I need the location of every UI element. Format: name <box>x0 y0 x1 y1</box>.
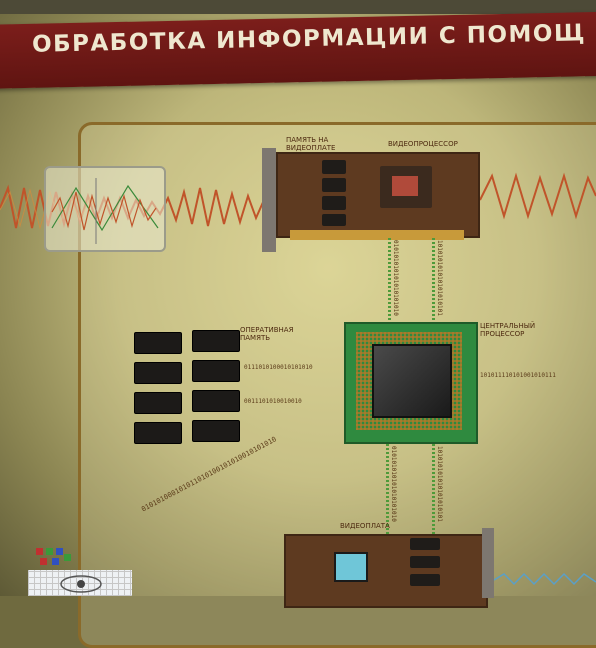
output-wave-bottom <box>494 572 596 586</box>
card-processor-label: ВИДЕОПРОЦЕССОР <box>388 140 458 148</box>
bottom-card-chip <box>410 574 440 586</box>
monitor-icon <box>334 552 368 582</box>
signal-analyzer-wave <box>51 178 159 244</box>
red-pixel-icon <box>40 558 47 565</box>
card-binary-stream: 010101010101010101010 <box>392 240 399 316</box>
cpu-to-card-link <box>386 442 389 534</box>
cpu-binary-down: 101010101010101010101 <box>436 446 443 522</box>
ram-chip <box>192 390 240 412</box>
green-pixel-icon <box>64 554 71 561</box>
card-binary-stream: 101010101010101010101 <box>436 240 443 316</box>
eye-icon <box>60 575 102 593</box>
output-signal-wave <box>480 172 596 220</box>
ram-chip <box>192 330 240 352</box>
card-to-cpu-link <box>388 236 391 324</box>
red-pixel-icon <box>36 548 43 555</box>
ram-chip <box>134 422 182 444</box>
green-pixel-icon <box>46 548 53 555</box>
card-memory-chip <box>322 196 346 210</box>
blue-pixel-icon <box>52 558 59 565</box>
ram-label: ОПЕРАТИВНАЯ ПАМЯТЬ <box>240 326 294 342</box>
cpu-binary-down: 010101010101010101010 <box>390 446 397 522</box>
poster-background <box>0 0 596 596</box>
card-memory-chip <box>322 214 346 226</box>
blue-pixel-icon <box>56 548 63 555</box>
video-processor-chip <box>380 166 432 208</box>
video-card <box>276 152 480 238</box>
card-to-cpu-link <box>432 236 435 324</box>
ram-chip <box>134 362 182 384</box>
cpu-binary-stream: 101011110101001010111 <box>480 372 556 379</box>
card-memory-label: ПАМЯТЬ НА ВИДЕОПЛАТЕ <box>286 136 336 152</box>
bottom-card-chip <box>410 538 440 550</box>
ram-binary-stream: 0011101010010010 <box>244 398 302 405</box>
signal-analyzer-box <box>44 166 166 252</box>
ram-chip <box>134 332 182 354</box>
card-memory-chip <box>322 178 346 192</box>
ram-chip <box>192 360 240 382</box>
card-memory-chip <box>322 160 346 174</box>
bottom-card-chip <box>410 556 440 568</box>
video-card-edge <box>290 230 464 240</box>
top-strip <box>0 0 596 14</box>
bottom-card-label: ВИДЕОПЛАТА <box>340 522 390 530</box>
ram-chip <box>192 420 240 442</box>
bottom-card-bracket <box>482 528 494 598</box>
card-bracket <box>262 148 276 252</box>
ram-binary-stream: 0111010100010101010 <box>244 364 313 371</box>
bottom-card <box>284 534 488 608</box>
cpu-to-card-link <box>432 442 435 534</box>
cpu-die <box>372 344 452 418</box>
ram-chip <box>134 392 182 414</box>
cpu-label: ЦЕНТРАЛЬНЫЙ ПРОЦЕССОР <box>480 322 536 338</box>
